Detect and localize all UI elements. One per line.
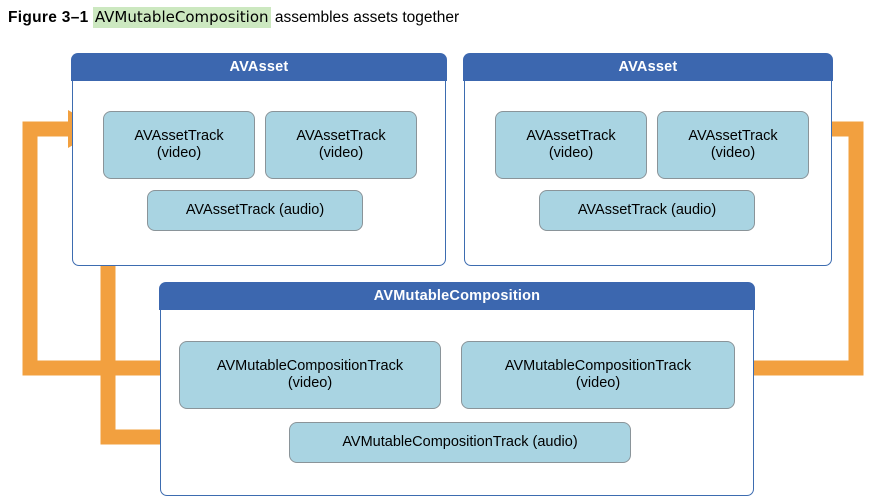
composition-video-track-1[interactable]: AVMutableCompositionTrack (video) <box>179 341 441 409</box>
asset-left-video-track-1-label: AVAssetTrack (video) <box>134 127 224 162</box>
avmutablecomposition-box[interactable]: AVMutableComposition AVMutableCompositio… <box>159 282 755 496</box>
figure-number: Figure 3–1 <box>8 9 89 26</box>
avasset-right-body: AVAssetTrack (video) AVAssetTrack (video… <box>465 83 831 265</box>
asset-right-audio-track-label: AVAssetTrack (audio) <box>577 201 717 218</box>
asset-left-video-track-2-label: AVAssetTrack (video) <box>296 127 386 162</box>
composition-audio-track-label: AVMutableCompositionTrack (audio) <box>342 433 578 450</box>
asset-left-audio-track[interactable]: AVAssetTrack (audio) <box>147 190 363 231</box>
composition-video-track-2-label: AVMutableCompositionTrack (video) <box>504 357 692 392</box>
composition-audio-track[interactable]: AVMutableCompositionTrack (audio) <box>289 422 631 463</box>
figure-code-term: AVMutableComposition <box>92 7 271 28</box>
avasset-right-box[interactable]: AVAsset AVAssetTrack (video) AVAssetTrac… <box>463 53 833 266</box>
composition-video-track-1-label: AVMutableCompositionTrack (video) <box>216 357 404 392</box>
avasset-right-title: AVAsset <box>463 53 833 82</box>
right-video-connector-path <box>726 121 864 376</box>
figure-caption: Figure 3–1 AVMutableComposition assemble… <box>8 6 878 32</box>
asset-right-video-track-2-label: AVAssetTrack (video) <box>688 127 778 162</box>
avasset-left-title: AVAsset <box>71 53 447 82</box>
avmutablecomposition-title: AVMutableComposition <box>159 282 755 311</box>
avasset-left-box[interactable]: AVAsset AVAssetTrack (video) AVAssetTrac… <box>71 53 447 266</box>
asset-left-video-track-2[interactable]: AVAssetTrack (video) <box>265 111 417 179</box>
asset-right-video-track-1-label: AVAssetTrack (video) <box>526 127 616 162</box>
asset-left-audio-track-label: AVAssetTrack (audio) <box>185 201 325 218</box>
avasset-left-body: AVAssetTrack (video) AVAssetTrack (video… <box>73 83 445 265</box>
asset-right-video-track-2[interactable]: AVAssetTrack (video) <box>657 111 809 179</box>
avmutablecomposition-body: AVMutableCompositionTrack (video) AVMuta… <box>161 312 753 495</box>
asset-right-audio-track[interactable]: AVAssetTrack (audio) <box>539 190 755 231</box>
figure-caption-tail: assembles assets together <box>270 9 460 26</box>
composition-video-track-2[interactable]: AVMutableCompositionTrack (video) <box>461 341 735 409</box>
figure-diagram: AVAsset AVAssetTrack (video) AVAssetTrac… <box>0 34 892 496</box>
asset-left-video-track-1[interactable]: AVAssetTrack (video) <box>103 111 255 179</box>
asset-right-video-track-1[interactable]: AVAssetTrack (video) <box>495 111 647 179</box>
